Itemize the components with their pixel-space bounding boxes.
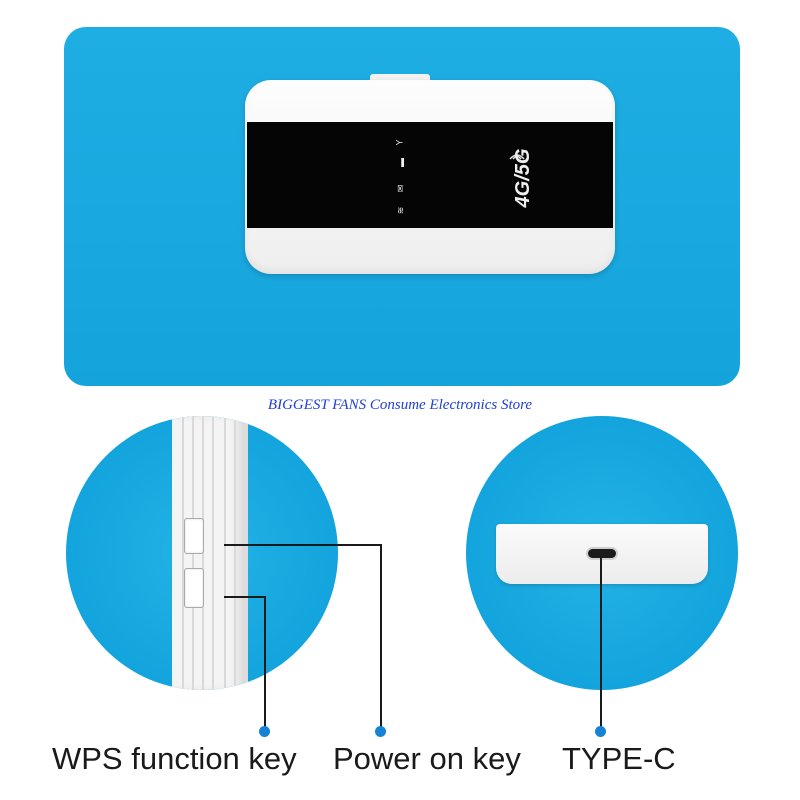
device-top-bump	[370, 74, 430, 82]
router-side-body	[172, 416, 242, 690]
router-side-edge	[242, 416, 248, 690]
power-on-key	[184, 518, 204, 554]
side-groove	[224, 416, 226, 690]
power-callout-line	[224, 544, 382, 546]
power-label: Power on key	[333, 741, 521, 776]
signal-led-icon: Y	[394, 139, 405, 146]
typec-callout-dot	[595, 726, 606, 737]
store-banner: BIGGEST FANS Consume Electronics Store	[267, 397, 533, 413]
wps-callout-dot	[259, 726, 270, 737]
typec-callout-line	[600, 555, 602, 730]
power-callout-line	[380, 544, 382, 730]
wps-callout-line	[224, 596, 266, 598]
power-callout-dot	[375, 726, 386, 737]
device-logo: 4G/5G	[512, 148, 534, 208]
typec-label: TYPE-C	[562, 741, 676, 776]
wps-label: WPS function key	[52, 741, 297, 776]
signal-waves-icon	[509, 154, 525, 160]
wps-function-key	[184, 568, 204, 608]
type-c-port	[588, 549, 616, 558]
side-groove	[182, 416, 184, 690]
wifi-led-icon: ≋	[395, 206, 406, 215]
battery-led-icon: ▬	[396, 158, 406, 167]
port-view-circle	[466, 416, 738, 690]
side-view-circle	[66, 416, 338, 690]
side-groove	[234, 416, 236, 690]
message-led-icon: ✉	[395, 184, 406, 193]
side-groove	[212, 416, 214, 690]
router-display-band: Y ▬ ✉ ≋	[247, 122, 613, 228]
wps-callout-line	[264, 596, 266, 730]
